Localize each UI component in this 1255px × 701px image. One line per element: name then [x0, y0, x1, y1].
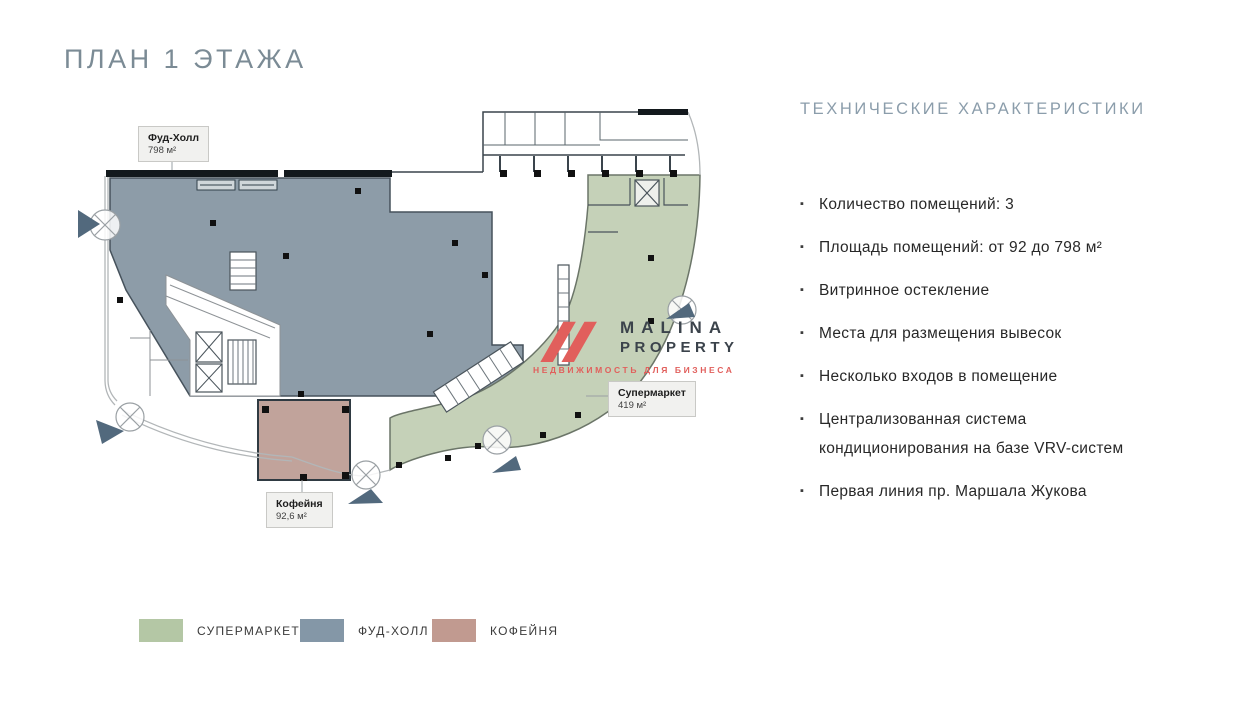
legend-item-food-hall: ФУД-ХОЛЛ — [300, 619, 429, 642]
spec-item: Площадь помещений: от 92 до 798 м² — [800, 233, 1130, 262]
legend-swatch — [139, 619, 183, 642]
spec-item: Централизованная система кондиционирован… — [800, 405, 1130, 463]
spec-item: Первая линия пр. Маршала Жукова — [800, 477, 1130, 506]
vent-icons — [89, 209, 697, 490]
zone-coffee — [257, 399, 351, 481]
unit-area: 798 м² — [148, 145, 177, 157]
logo-tagline: НЕДВИЖИМОСТЬ ДЛЯ БИЗНЕСА — [533, 365, 735, 375]
legend-item-supermarket: СУПЕРМАРКЕТ — [139, 619, 300, 642]
legend-label: СУПЕРМАРКЕТ — [197, 623, 301, 638]
vent-icon — [351, 460, 381, 490]
legend-label: КОФЕЙНЯ — [490, 623, 559, 638]
vent-icon — [89, 209, 121, 241]
page-title: ПЛАН 1 ЭТАЖА — [64, 44, 307, 74]
unit-name: Фуд-Холл — [148, 132, 200, 144]
legend-swatch — [432, 619, 476, 642]
spec-item: Витринное остекление — [800, 276, 1130, 305]
entrance-arrow-icon — [666, 303, 695, 319]
legend-item-coffee: КОФЕЙНЯ — [432, 619, 558, 642]
entrance-arrow-icons — [78, 210, 695, 504]
unit-name: Супермаркет — [618, 387, 686, 399]
unit-area: 419 м² — [618, 400, 647, 412]
vent-icon — [115, 402, 145, 432]
unit-label-coffee: Кофейня 92,6 м² — [266, 492, 333, 528]
entrance-arrow-icon — [348, 489, 383, 504]
spec-item: Несколько входов в помещение — [800, 362, 1130, 391]
unit-label-supermarket: Супермаркет 419 м² — [608, 381, 696, 417]
unit-name: Кофейня — [276, 498, 323, 510]
vent-icon — [482, 425, 512, 455]
entrance-arrow-icon — [96, 420, 124, 444]
walls — [106, 109, 688, 191]
entrance-arrow-icon — [492, 456, 521, 473]
unit-area: 92,6 м² — [276, 511, 307, 523]
service-core — [130, 251, 281, 397]
specs-heading: ТЕХНИЧЕСКИЕ ХАРАКТЕРИСТИКИ — [800, 100, 1146, 118]
specs-list: Количество помещений: 3 Площадь помещени… — [800, 190, 1130, 520]
escalator — [432, 340, 525, 413]
logo-name-line2: PROPERTY — [620, 339, 739, 357]
logo-m-icon — [540, 321, 597, 362]
supermarket-rooms — [588, 178, 688, 233]
spec-item: Количество помещений: 3 — [800, 190, 1130, 219]
legend-label: ФУД-ХОЛЛ — [358, 623, 429, 638]
company-logo: MALINA PROPERTY НЕДВИЖИМОСТЬ ДЛЯ БИЗНЕСА — [533, 316, 735, 375]
logo-name-line1: MALINA — [620, 318, 729, 337]
entrance-arrow-icon — [78, 210, 100, 238]
spec-item: Места для размещения вывесок — [800, 319, 1130, 348]
column-markers — [117, 170, 677, 481]
unit-label-food-hall: Фуд-Холл 798 м² — [138, 126, 210, 162]
legend-swatch — [300, 619, 344, 642]
